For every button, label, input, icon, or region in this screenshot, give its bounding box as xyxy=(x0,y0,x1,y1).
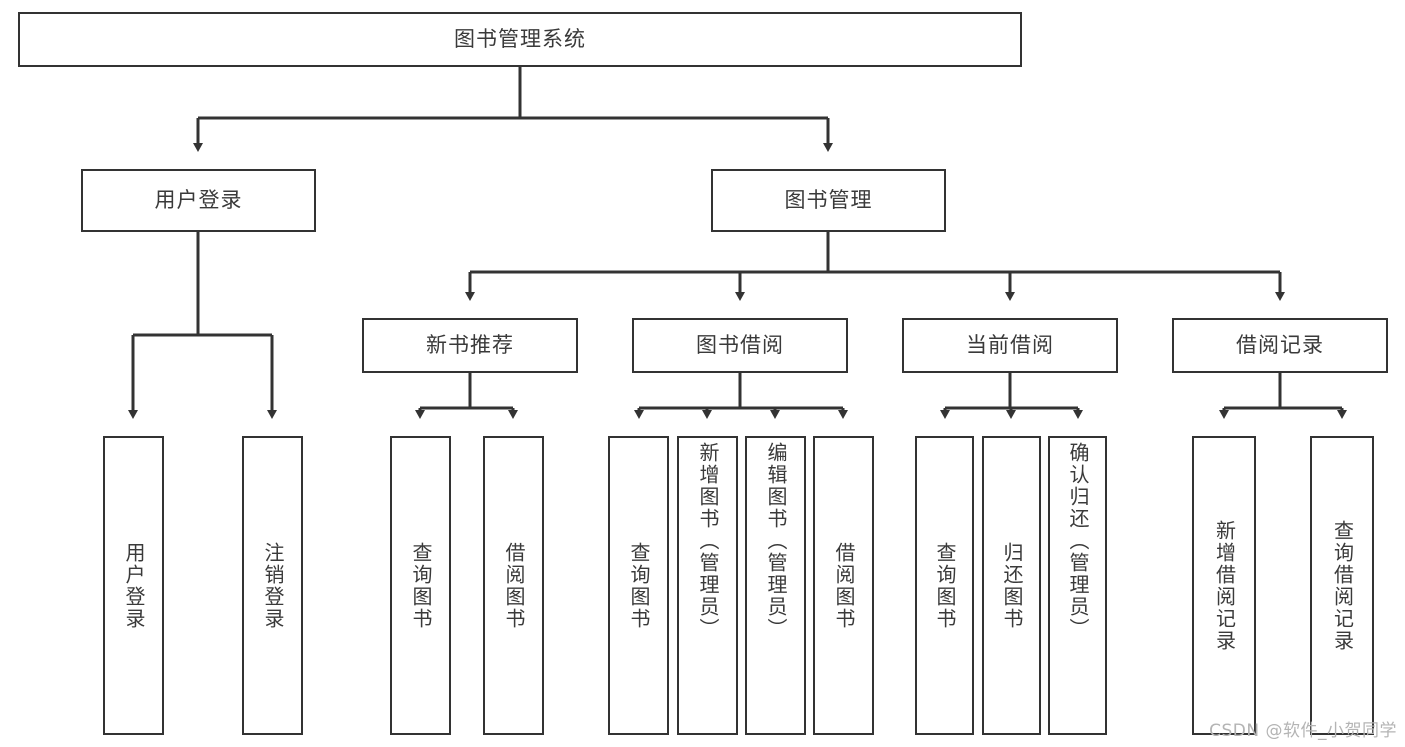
leaf-user-login-signout-label: 注销登录 xyxy=(261,541,285,630)
leaf-book-borrow-query[interactable]: 查询图书 xyxy=(608,436,669,735)
node-current-borrow[interactable]: 当前借阅 xyxy=(902,318,1118,373)
leaf-book-borrow-add-label: 新增图书（管理员） xyxy=(696,442,720,640)
leaf-current-borrow-confirm[interactable]: 确认归还（管理员） xyxy=(1048,436,1107,735)
leaf-book-borrow-add[interactable]: 新增图书（管理员） xyxy=(677,436,738,735)
leaf-current-borrow-return[interactable]: 归还图书 xyxy=(982,436,1041,735)
leaf-new-book-borrow[interactable]: 借阅图书 xyxy=(483,436,544,735)
node-borrow-records-label: 借阅记录 xyxy=(1236,332,1324,357)
node-root-system-label: 图书管理系统 xyxy=(454,26,586,51)
node-book-borrow-label: 图书借阅 xyxy=(696,332,784,357)
leaf-current-borrow-query[interactable]: 查询图书 xyxy=(915,436,974,735)
leaf-new-book-query[interactable]: 查询图书 xyxy=(390,436,451,735)
leaf-borrow-record-add-label: 新增借阅记录 xyxy=(1212,519,1237,652)
leaf-borrow-record-query[interactable]: 查询借阅记录 xyxy=(1310,436,1374,735)
node-user-login[interactable]: 用户登录 xyxy=(81,169,316,232)
node-user-login-label: 用户登录 xyxy=(154,187,243,212)
node-new-book-recommend-label: 新书推荐 xyxy=(426,332,514,357)
leaf-book-borrow-lend[interactable]: 借阅图书 xyxy=(813,436,874,735)
leaf-borrow-record-query-label: 查询借阅记录 xyxy=(1330,519,1355,652)
leaf-book-borrow-edit[interactable]: 编辑图书（管理员） xyxy=(745,436,806,735)
leaf-user-login-signin[interactable]: 用户登录 xyxy=(103,436,164,735)
leaf-borrow-record-add[interactable]: 新增借阅记录 xyxy=(1192,436,1256,735)
node-book-manage[interactable]: 图书管理 xyxy=(711,169,946,232)
leaf-current-borrow-return-label: 归还图书 xyxy=(1000,541,1024,630)
leaf-book-borrow-edit-label: 编辑图书（管理员） xyxy=(764,442,788,640)
leaf-current-borrow-query-label: 查询图书 xyxy=(933,541,957,630)
node-root-system[interactable]: 图书管理系统 xyxy=(18,12,1022,67)
leaf-new-book-borrow-label: 借阅图书 xyxy=(502,541,526,630)
node-book-manage-label: 图书管理 xyxy=(784,187,873,212)
leaf-new-book-query-label: 查询图书 xyxy=(409,541,433,630)
leaf-current-borrow-confirm-label: 确认归还（管理员） xyxy=(1066,442,1090,640)
leaf-user-login-signout[interactable]: 注销登录 xyxy=(242,436,303,735)
leaf-user-login-signin-label: 用户登录 xyxy=(122,541,146,630)
node-borrow-records[interactable]: 借阅记录 xyxy=(1172,318,1388,373)
leaf-book-borrow-query-label: 查询图书 xyxy=(627,541,651,630)
node-book-borrow[interactable]: 图书借阅 xyxy=(632,318,848,373)
node-current-borrow-label: 当前借阅 xyxy=(966,332,1054,357)
leaf-book-borrow-lend-label: 借阅图书 xyxy=(832,541,856,630)
node-new-book-recommend[interactable]: 新书推荐 xyxy=(362,318,578,373)
